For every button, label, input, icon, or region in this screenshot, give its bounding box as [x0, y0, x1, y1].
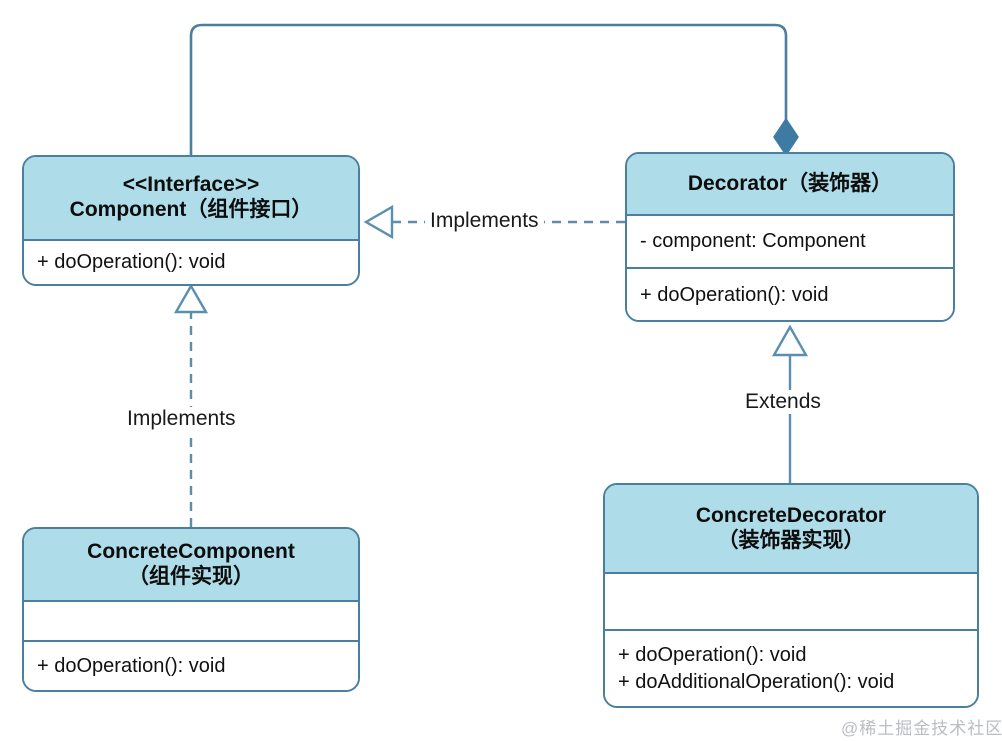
class-name-decorator: Decorator（装饰器）	[687, 171, 893, 195]
class-stereotype-component: <<Interface>>	[122, 173, 260, 197]
hollow-triangle-marker	[363, 204, 394, 240]
edge-label-implements-decorator: Implements	[425, 209, 544, 233]
hollow-triangle-marker	[771, 324, 809, 357]
class-header-decorator: Decorator（装饰器）	[627, 154, 953, 216]
member-row: + doOperation(): void	[618, 643, 807, 666]
member-row: + doAdditionalOperation(): void	[618, 670, 895, 693]
edge-label-implements-concrete-component: Implements	[122, 407, 241, 431]
class-methods-component: + doOperation(): void	[24, 241, 358, 284]
class-box-decorator[interactable]: Decorator（装饰器） - component: Component + …	[625, 152, 955, 322]
composition-connector	[189, 23, 799, 157]
member-row: + doOperation(): void	[640, 284, 829, 306]
member-row: - component: Component	[640, 230, 866, 252]
class-name-concrete-component: ConcreteComponent	[87, 539, 295, 563]
class-methods-concrete-decorator: + doOperation(): void + doAdditionalOper…	[605, 631, 977, 706]
filled-diamond-marker	[773, 117, 799, 157]
class-attributes-concrete-decorator	[605, 574, 977, 631]
implements-connector-concrete-component	[173, 283, 209, 527]
class-attributes-decorator: - component: Component	[627, 216, 953, 269]
edge-label-extends: Extends	[740, 390, 826, 414]
member-row: + doOperation(): void	[37, 251, 226, 273]
class-name-cn-concrete-decorator: （装饰器实现）	[717, 528, 865, 552]
class-header-component: <<Interface>> Component（组件接口）	[24, 157, 358, 241]
hollow-triangle-marker	[173, 283, 209, 314]
class-box-concrete-decorator[interactable]: ConcreteDecorator （装饰器实现） + doOperation(…	[603, 483, 979, 708]
class-name-concrete-decorator: ConcreteDecorator	[695, 503, 887, 527]
class-attributes-concrete-component	[24, 602, 358, 642]
extends-connector	[771, 324, 809, 483]
class-methods-decorator: + doOperation(): void	[627, 269, 953, 320]
member-row: + doOperation(): void	[37, 654, 226, 677]
class-name-cn-concrete-component: （组件实现）	[128, 564, 254, 588]
class-box-concrete-component[interactable]: ConcreteComponent （组件实现） + doOperation()…	[22, 527, 360, 692]
class-header-concrete-component: ConcreteComponent （组件实现）	[24, 529, 358, 602]
class-methods-concrete-component: + doOperation(): void	[24, 642, 358, 690]
watermark: @稀土掘金技术社区	[841, 719, 1002, 738]
class-box-component[interactable]: <<Interface>> Component（组件接口） + doOperat…	[22, 155, 360, 286]
class-name-component: Component（组件接口）	[69, 198, 313, 221]
class-header-concrete-decorator: ConcreteDecorator （装饰器实现）	[605, 485, 977, 574]
